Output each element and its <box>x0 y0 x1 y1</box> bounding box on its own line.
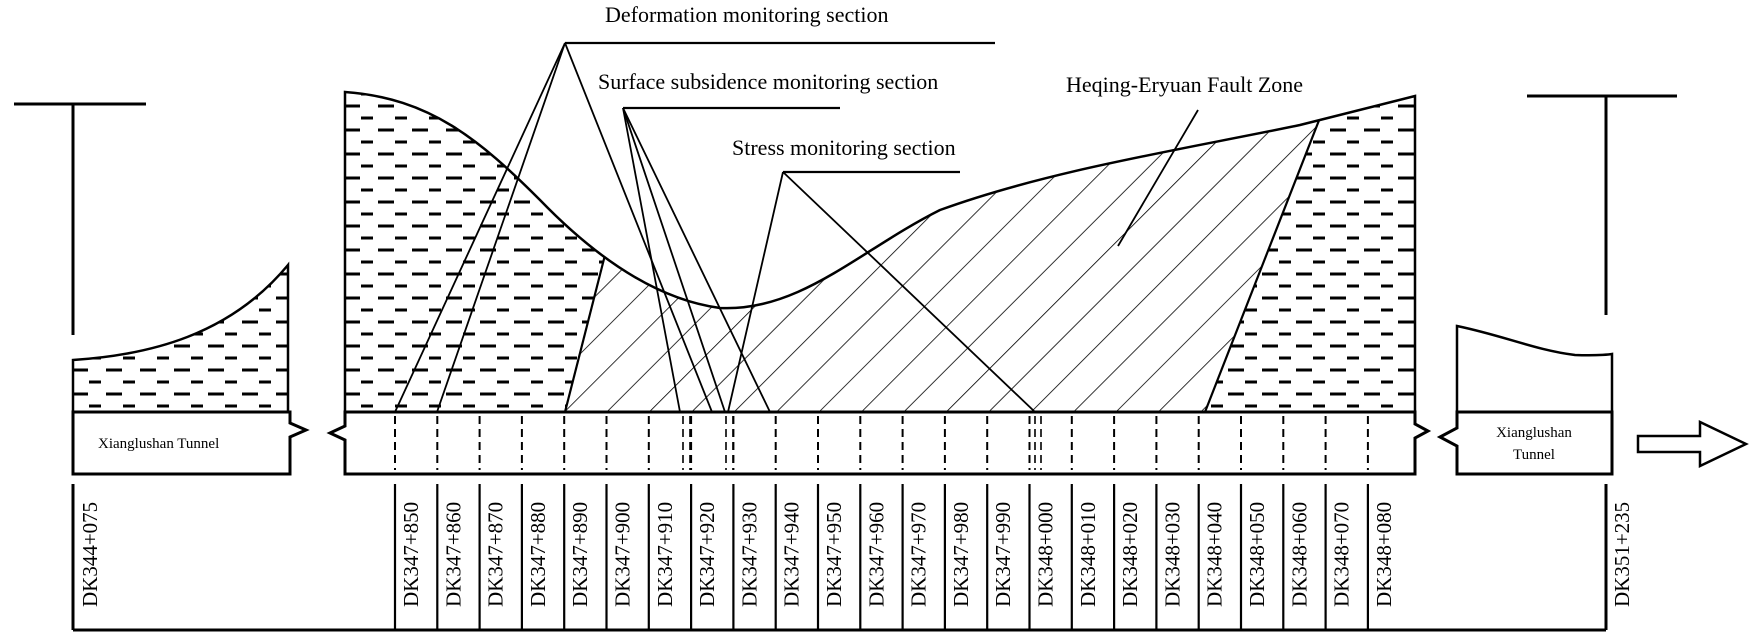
station-label: DK348+050 <box>1245 502 1269 607</box>
fault-zone-leader-line <box>1117 109 1199 247</box>
left-portal-marker <box>14 102 146 335</box>
ground-surface-profile <box>343 90 1417 412</box>
station-label: DK348+020 <box>1118 502 1142 607</box>
station-label: DK348+040 <box>1203 502 1227 607</box>
station-label: DK347+950 <box>822 502 846 607</box>
direction-arrow <box>1636 420 1749 468</box>
station-label: DK347+970 <box>907 502 931 607</box>
fault-zone-boundary <box>563 104 1327 412</box>
tunnel-body <box>71 410 1614 476</box>
fault-zone-label: Heqing-Eryuan Fault Zone <box>1066 72 1303 97</box>
station-label: DK347+980 <box>949 502 973 607</box>
station-bracket <box>71 484 1608 632</box>
station-label: DK347+960 <box>864 502 888 607</box>
stress-section-label: Stress monitoring section <box>732 135 956 160</box>
station-label: DK348+070 <box>1330 502 1354 607</box>
station-label: DK347+850 <box>399 502 423 607</box>
station-label: DK347+900 <box>611 502 635 607</box>
station-label: DK347+860 <box>441 502 465 607</box>
right-tunnel-label-line2: Tunnel <box>1513 447 1555 463</box>
station-label: DK347+890 <box>568 502 592 607</box>
station-label: DK348+010 <box>1076 502 1100 607</box>
station-labels: DK347+850 DK347+860 DK347+870 DK347+880 DK34… <box>399 502 1396 607</box>
station-label: DK347+870 <box>484 502 508 607</box>
left-tunnel-label: Xianglushan Tunnel <box>98 436 219 452</box>
station-start-label: DK344+075 <box>78 502 102 607</box>
station-label: DK347+930 <box>737 502 761 607</box>
station-label: DK347+910 <box>653 502 677 607</box>
station-label: DK348+060 <box>1287 502 1311 607</box>
station-label: DK347+920 <box>695 502 719 607</box>
subsidence-leader-lines <box>622 106 840 413</box>
monitoring-section-lines <box>394 416 1369 470</box>
station-label: DK347+940 <box>780 502 804 607</box>
left-rock-mass <box>71 261 290 414</box>
right-rock-mass <box>1455 324 1614 412</box>
station-label: DK348+000 <box>1034 502 1058 607</box>
station-label: DK347+880 <box>526 502 550 607</box>
deformation-section-label: Deformation monitoring section <box>605 2 889 27</box>
fault-zone <box>565 105 1325 412</box>
station-ticks <box>393 484 1370 630</box>
right-tunnel-label-line1: Xianglushan <box>1496 425 1572 441</box>
station-end-label: DK351+235 <box>1610 502 1634 607</box>
right-portal-marker <box>1527 94 1677 315</box>
subsidence-section-label: Surface subsidence monitoring section <box>598 69 938 94</box>
station-label: DK347+990 <box>991 502 1015 607</box>
station-label: DK348+030 <box>1160 502 1184 607</box>
deformation-leader-lines <box>394 41 995 413</box>
stress-leader-lines <box>727 170 1036 413</box>
station-label: DK348+080 <box>1372 502 1396 607</box>
